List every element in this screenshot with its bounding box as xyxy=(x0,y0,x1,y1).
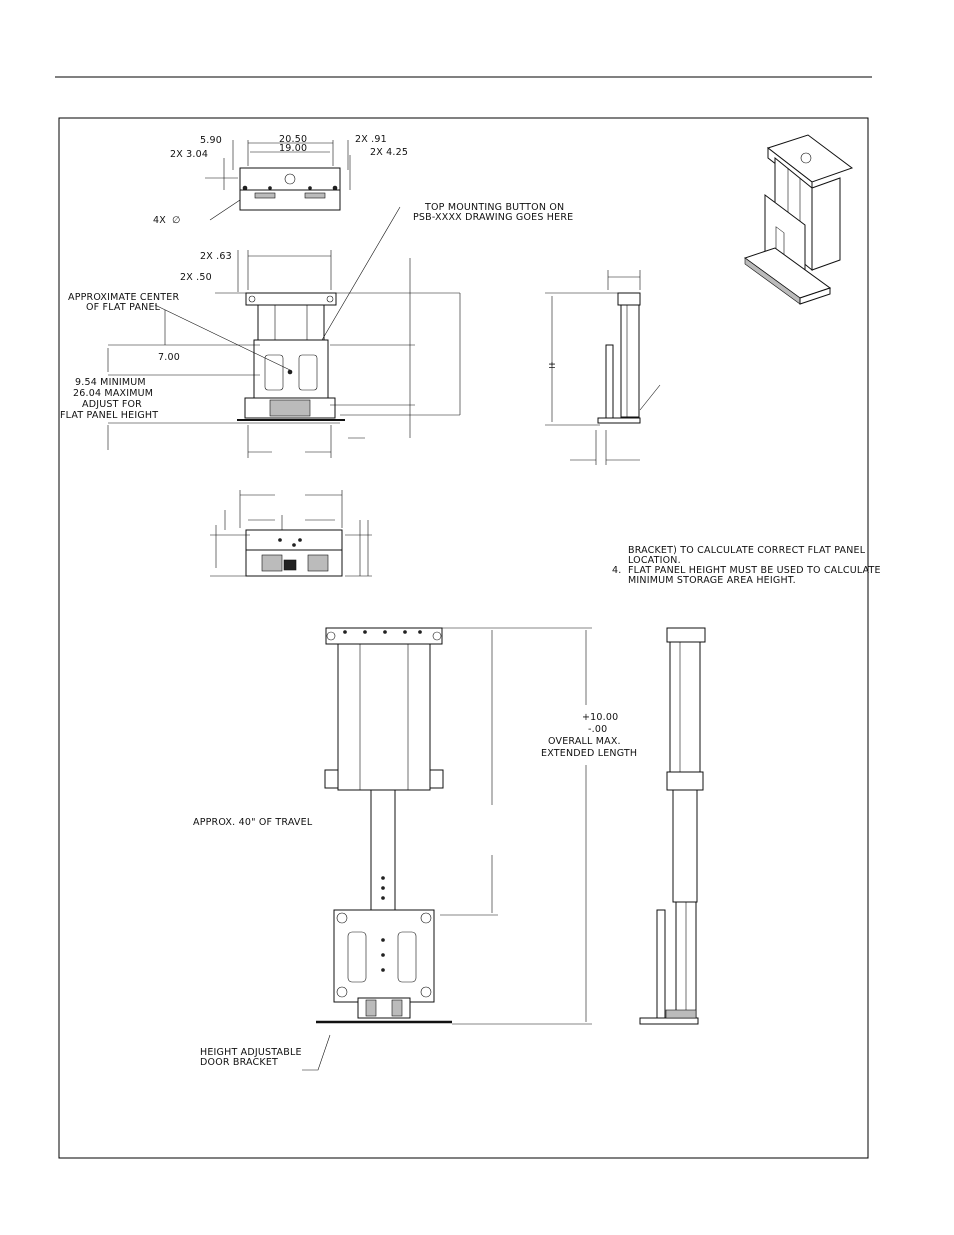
dim-5-90: 5.90 xyxy=(200,135,222,146)
note-line-3-number: 4. xyxy=(612,565,621,576)
adjust-line-4: FLAT PANEL HEIGHT xyxy=(60,410,158,421)
dim-7-00: 7.00 xyxy=(158,352,180,363)
drawing-frame xyxy=(58,117,869,1159)
center-hole xyxy=(284,173,296,185)
extended-side-view xyxy=(639,627,706,1025)
plus-minus-symbol: ± xyxy=(548,360,556,371)
front-top-plate xyxy=(245,292,337,306)
door-bracket-label-2: DOOR BRACKET xyxy=(200,1057,278,1068)
dim-19-00: 19.00 xyxy=(279,143,307,154)
note-line-3: FLAT PANEL HEIGHT MUST BE USED TO CALCUL… xyxy=(628,565,881,576)
diameter-symbol: ∅ xyxy=(172,215,180,226)
extended-front-view xyxy=(302,627,592,1071)
callout-top-mount-2: PSB-XXXX DRAWING GOES HERE xyxy=(413,212,573,223)
note-line-4: MINIMUM STORAGE AREA HEIGHT. xyxy=(628,575,796,586)
tolerance-plus: +10.00 xyxy=(582,712,618,723)
side-view xyxy=(545,270,661,465)
isometric-view xyxy=(743,134,854,305)
tolerance-minus: -.00 xyxy=(588,724,607,735)
note-line-1: BRACKET) TO CALCULATE CORRECT FLAT PANEL xyxy=(628,545,866,556)
top-view xyxy=(205,140,351,221)
dim-20-50: 20.50 xyxy=(279,134,307,145)
overall-label-1: OVERALL MAX. xyxy=(548,736,621,747)
travel-label: APPROX. 40" OF TRAVEL xyxy=(193,817,313,828)
bottom-view xyxy=(210,490,372,577)
dim-2x-050: 2X .50 xyxy=(180,272,212,283)
dim-2x-425: 2X 4.25 xyxy=(370,147,408,158)
approx-center-1: APPROXIMATE CENTER xyxy=(68,292,179,303)
door-bracket-label-1: HEIGHT ADJUSTABLE xyxy=(200,1047,302,1058)
top-plate xyxy=(239,167,341,191)
dim-2x-091: 2X .91 xyxy=(355,134,387,145)
adjust-line-3: ADJUST FOR xyxy=(82,399,142,410)
dim-2x-063: 2X .63 xyxy=(200,251,232,262)
front-view xyxy=(107,206,461,458)
dim-2x-304: 2X 3.04 xyxy=(170,149,208,160)
note-line-2: LOCATION. xyxy=(628,555,681,566)
dim-4x: 4X xyxy=(153,215,166,226)
adjust-line-2: 26.04 MAXIMUM xyxy=(73,388,153,399)
adjust-line-1: 9.54 MINIMUM xyxy=(75,377,146,388)
approx-center-2: OF FLAT PANEL xyxy=(86,302,161,313)
front-column xyxy=(257,304,325,346)
callout-top-mount-1: TOP MOUNTING BUTTON ON xyxy=(424,202,564,213)
overall-label-2: EXTENDED LENGTH xyxy=(541,748,637,759)
